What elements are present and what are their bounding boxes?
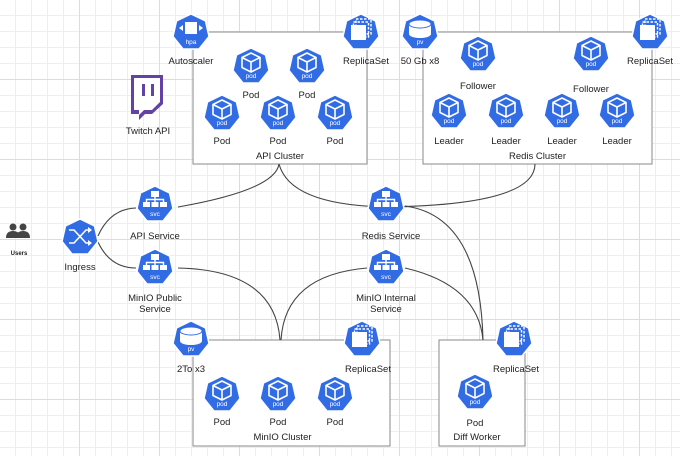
svg-text:pod: pod [302, 73, 313, 80]
svg-text:pod: pod [444, 118, 455, 125]
ingress-to-api-service-edge [97, 207, 137, 237]
leader-label: Leader [547, 136, 577, 147]
minio-pod-label: Pod [269, 417, 287, 428]
redis-service-icon: svc [367, 185, 405, 222]
svg-text:pod: pod [557, 118, 568, 125]
follower-label: Follower [460, 81, 496, 92]
redis-leader-pod-icon: pod [543, 92, 581, 129]
redis-follower-pod-icon: pod [572, 35, 610, 72]
pv-2to-label: 2To x3 [177, 364, 205, 375]
pv-2to-icon: pv [172, 320, 210, 357]
svg-text:pod: pod [217, 120, 228, 127]
minio-pod-icon: pod [203, 375, 241, 412]
redis-leader-pod-icon: pod [487, 92, 525, 129]
minio-pod-label: Pod [326, 417, 344, 428]
ingress-to-minio-public-edge [97, 241, 137, 269]
api-replicaset-label: ReplicaSet [343, 56, 389, 67]
redis-leader-pod-icon: pod [430, 92, 468, 129]
api-service-icon: svc [136, 185, 174, 222]
minio-replicaset-icon [343, 320, 381, 357]
api-cluster-to-redis-service-edge [278, 163, 387, 208]
api-replicaset-icon [342, 13, 380, 50]
twitch-logo [131, 75, 163, 120]
leader-label: Leader [434, 136, 464, 147]
svg-text:pod: pod [273, 401, 284, 408]
redis-service-to-redis-cluster-edge [385, 163, 536, 208]
leader-label: Leader [602, 136, 632, 147]
svg-text:pod: pod [501, 118, 512, 125]
ingress-icon [61, 218, 99, 255]
svg-text:pod: pod [586, 61, 597, 68]
svg-text:pod: pod [330, 401, 341, 408]
pv-50gb-label: 50 Gb x8 [400, 56, 440, 67]
minio-internal-service-label: MinIO Internal Service [356, 293, 416, 315]
diff-replicaset-icon [495, 320, 533, 357]
svg-text:pod: pod [273, 120, 284, 127]
minio-cluster-label: MinIO Cluster [253, 432, 312, 443]
svg-text:svc: svc [150, 211, 161, 218]
svg-text:pod: pod [612, 118, 623, 125]
svg-text:pod: pod [246, 73, 257, 80]
minio-replicaset-label: ReplicaSet [345, 364, 391, 375]
pv-50gb-icon: pv [401, 13, 439, 50]
users-label: Users [10, 251, 28, 257]
redis-service-label: Redis Service [361, 231, 421, 242]
api-pod-label: Pod [269, 136, 287, 147]
redis-replicaset-label: ReplicaSet [627, 56, 673, 67]
svg-text:pod: pod [473, 61, 484, 68]
redis-service-to-diff-worker-edge [404, 205, 484, 341]
svg-text:svc: svc [381, 211, 392, 218]
svg-text:hpa: hpa [186, 39, 197, 46]
api-pod-label: Pod [213, 136, 231, 147]
minio-pod-icon: pod [259, 375, 297, 412]
svg-text:pv: pv [188, 346, 196, 353]
ingress-label: Ingress [64, 262, 96, 273]
api-pod-icon: pod [259, 94, 297, 131]
minio-internal-to-minio-cluster-edge [280, 267, 368, 341]
connectors [97, 163, 536, 341]
api-pod-icon: pod [288, 47, 326, 84]
api-pod-label: Pod [298, 90, 316, 101]
api-service-to-api-cluster-edge [177, 163, 280, 208]
hpa-icon: hpa [172, 13, 210, 50]
api-pod-label: Pod [242, 90, 260, 101]
svg-text:pod: pod [470, 399, 481, 406]
minio-public-service-label: MinIO Public Service [128, 293, 182, 315]
api-pod-icon: pod [232, 47, 270, 84]
redis-cluster-label: Redis Cluster [508, 151, 567, 162]
autoscaler-label: Autoscaler [168, 56, 214, 67]
api-cluster-label: API Cluster [255, 151, 305, 162]
twitch-api-label: Twitch API [125, 126, 171, 137]
minio-public-to-minio-cluster-edge [177, 267, 281, 341]
redis-leader-pod-icon: pod [598, 92, 636, 129]
minio-pod-icon: pod [316, 375, 354, 412]
minio-internal-service-icon: svc [367, 248, 405, 285]
diff-pod-label: Pod [466, 418, 484, 429]
leader-label: Leader [491, 136, 521, 147]
redis-replicaset-icon [631, 13, 669, 50]
api-service-label: API Service [130, 231, 180, 242]
diff-pod-icon: pod [456, 373, 494, 410]
api-pod-icon: pod [316, 94, 354, 131]
follower-label: Follower [573, 84, 609, 95]
minio-pod-label: Pod [213, 417, 231, 428]
svg-text:svc: svc [381, 274, 392, 281]
diff-replicaset-label: ReplicaSet [493, 364, 539, 375]
svg-text:svc: svc [150, 274, 161, 281]
users-icon [6, 223, 30, 238]
minio-public-service-icon: svc [136, 248, 174, 285]
svg-text:pod: pod [330, 120, 341, 127]
api-pod-label: Pod [326, 136, 344, 147]
redis-follower-pod-icon: pod [459, 35, 497, 72]
svg-text:pod: pod [217, 401, 228, 408]
svg-text:pv: pv [417, 39, 425, 46]
api-pod-icon: pod [203, 94, 241, 131]
minio-internal-to-diff-worker-edge [404, 267, 484, 341]
diff-worker-label: Diff Worker [453, 432, 501, 443]
